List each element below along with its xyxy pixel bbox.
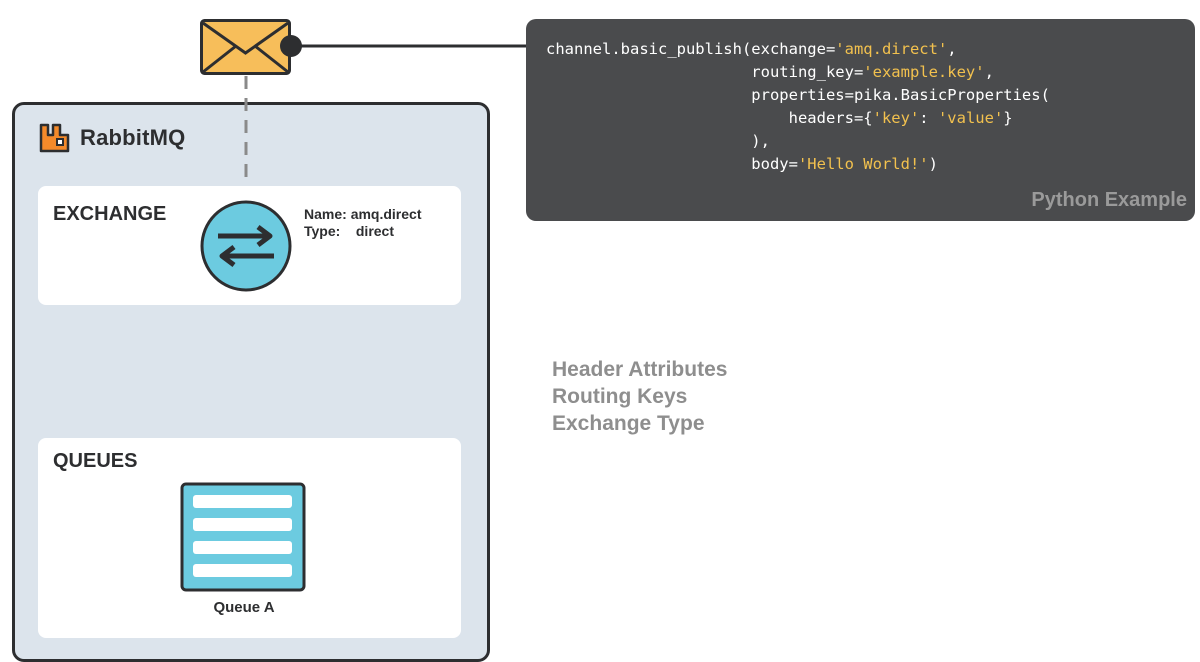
routing-attributes-list: Header Attributes Routing Keys Exchange … — [552, 356, 727, 437]
code-caption: Python Example — [1031, 189, 1187, 211]
queue-icon — [180, 482, 306, 592]
exchange-type-value: direct — [355, 223, 394, 239]
code-line: body='Hello World!') — [546, 155, 938, 173]
exchange-name-label: Name: — [304, 206, 347, 222]
rabbitmq-brand-name: RabbitMQ — [80, 125, 186, 150]
envelope-icon — [200, 19, 302, 75]
exchange-type-row: Type: direct — [304, 223, 422, 240]
exchange-type-label: Type: — [304, 223, 341, 239]
exchange-arrows-icon — [200, 200, 292, 292]
exchange-name-value: amq.direct — [350, 206, 422, 222]
publish-connector — [292, 44, 528, 48]
attribute-item: Exchange Type — [552, 412, 705, 435]
rabbitmq-brand: RabbitMQ — [38, 122, 185, 154]
rabbitmq-logo-icon — [39, 123, 70, 153]
attribute-item: Header Attributes — [552, 358, 728, 381]
code-panel — [526, 19, 1195, 221]
code-line: properties=pika.BasicProperties( — [546, 86, 1050, 104]
code-block: channel.basic_publish(exchange='amq.dire… — [546, 38, 1050, 176]
exchange-title: EXCHANGE — [53, 203, 167, 225]
exchange-meta: Name: amq.direct Type: direct — [304, 206, 422, 240]
exchange-name-row: Name: amq.direct — [304, 206, 422, 223]
attribute-item: Routing Keys — [552, 385, 688, 408]
queue-a-label: Queue A — [213, 599, 275, 616]
code-line: headers={'key': 'value'} — [546, 109, 1013, 127]
code-line: routing_key='example.key', — [546, 63, 994, 81]
code-line: ), — [546, 132, 770, 150]
message-flow-line — [244, 76, 248, 182]
code-line: channel.basic_publish(exchange='amq.dire… — [546, 40, 957, 58]
queues-title: QUEUES — [53, 450, 138, 472]
